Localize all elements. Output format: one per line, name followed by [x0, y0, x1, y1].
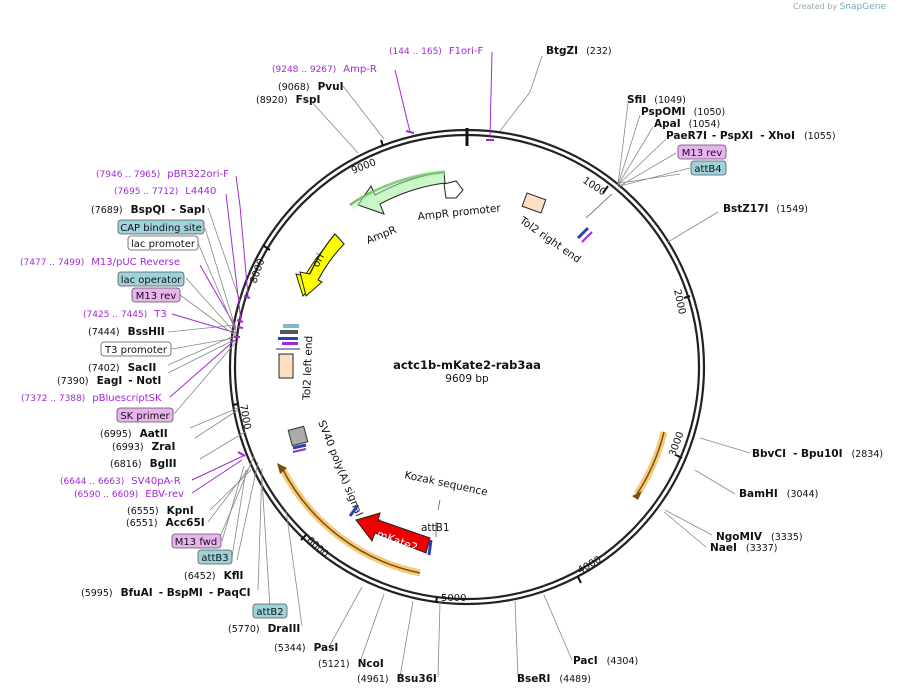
kozak-label: Kozak sequence: [403, 469, 488, 498]
enzyme-draiii[interactable]: (5770)DraIII: [228, 623, 300, 635]
tick-5000: 5000: [441, 593, 466, 604]
tick-2000: 2000: [671, 288, 687, 315]
enzyme-leaders: [167, 55, 751, 678]
enzyme-sfii[interactable]: SfiI(1049): [627, 94, 686, 106]
enzyme-apai[interactable]: ApaI(1054): [654, 118, 720, 130]
sv40-label: SV40 poly(A) signal: [315, 419, 365, 519]
tol2-right-feature[interactable]: [521, 192, 547, 214]
enzyme-labels: BtgZI(232) SfiI(1049) PspOMI(1050) ApaI(…: [57, 45, 883, 685]
enzyme-aatii[interactable]: (6995)AatII: [100, 428, 168, 440]
primer-m13-puc-reverse[interactable]: (7477 .. 7499)M13/pUC Reverse: [20, 257, 180, 268]
enzyme-paer7i[interactable]: PaeR7I- PspXI- XhoI(1055): [666, 130, 836, 142]
attb1-label: attB1: [421, 522, 450, 534]
primer-pbr322ori-f[interactable]: (7946 .. 7965)pBR322ori-F: [96, 169, 229, 180]
enzyme-kfli[interactable]: (6452)KflI: [184, 570, 243, 582]
enzyme-eagi[interactable]: (7390)EagI- NotI: [57, 375, 161, 387]
left-site-cluster: [276, 324, 300, 350]
primer-amp-r[interactable]: (9248 .. 9267)Amp-R: [272, 64, 377, 75]
enzyme-bspqi[interactable]: (7689)BspQI- SapI: [91, 204, 205, 216]
enzyme-btgzi[interactable]: BtgZI(232): [546, 45, 612, 57]
ampr-promoter-label: AmpR promoter: [417, 202, 502, 223]
box-t3-promoter-label: T3 promoter: [104, 345, 168, 356]
box-m13-fwd[interactable]: [171, 533, 222, 549]
box-leaders: [171, 152, 691, 609]
tol2-right-label: Tol2 right end: [516, 214, 583, 266]
box-lac-operator[interactable]: [117, 271, 185, 287]
box-m13rev-right[interactable]: [677, 144, 727, 160]
tick-7000: 7000: [237, 404, 252, 431]
primer-sv40pa-r[interactable]: (6644 .. 6663)SV40pA-R: [60, 476, 181, 487]
box-attb4-label: attB4: [694, 164, 721, 175]
tick-9000: 9000: [350, 157, 378, 177]
primer-marks: [234, 130, 494, 457]
box-attb3-label: attB3: [201, 553, 228, 564]
enzyme-bbvci[interactable]: BbvCI- Bpu10I(2834): [752, 448, 883, 460]
attb4-site-marks: [576, 193, 613, 243]
plasmid-name: actc1b-mKate2-rab3aa: [393, 358, 541, 372]
credit-prefix: Created by: [793, 2, 838, 11]
box-cap-binding-site[interactable]: [117, 219, 205, 235]
enzyme-pasi[interactable]: (5344)PasI: [274, 642, 338, 654]
primer-f1ori-f[interactable]: (144 .. 165)F1ori-F: [389, 46, 484, 57]
enzyme-bstz17i[interactable]: BstZ17I(1549): [723, 203, 808, 215]
box-t3-promoter[interactable]: [100, 341, 172, 357]
primer-l4440[interactable]: (7695 .. 7712)L4440: [114, 186, 216, 197]
primer-pbluescriptsk[interactable]: (7372 .. 7388)pBluescriptSK: [21, 393, 162, 404]
enzyme-bfuai[interactable]: (5995)BfuAI- BspMI- PaqCI: [81, 587, 250, 599]
enzyme-naei[interactable]: NaeI(3337): [710, 542, 778, 554]
box-attb2-label: attB2: [256, 607, 283, 618]
enzyme-ncoi[interactable]: (5121)NcoI: [318, 658, 384, 670]
box-lac-promoter-label: lac promoter: [131, 239, 196, 250]
box-m13rev-right-label: M13 rev: [682, 148, 723, 159]
box-sk-primer-label: SK primer: [120, 411, 170, 422]
enzyme-besshii[interactable]: (7444)BssHII: [88, 326, 165, 338]
box-m13rev-left-label: M13 rev: [136, 291, 177, 302]
box-lac-operator-label: lac operator: [121, 275, 182, 286]
primer-labels: (144 .. 165)F1ori-F (9248 .. 9267)Amp-R …: [20, 46, 484, 500]
enzyme-bglii[interactable]: (6816)BglII: [110, 458, 177, 470]
primer-ebv-rev[interactable]: (6590 .. 6609)EBV-rev: [74, 489, 184, 500]
tol2-left-feature[interactable]: [278, 353, 294, 379]
enzyme-bsu36i[interactable]: (4961)Bsu36I: [357, 673, 437, 685]
enzyme-pspomi[interactable]: PspOMI(1050): [641, 106, 725, 118]
ampr-label: AmpR: [365, 224, 399, 247]
tick-8000: 8000: [248, 257, 267, 285]
plasmid-length: 9609 bp: [445, 373, 489, 385]
orf-arc-right: [634, 431, 668, 496]
box-attb3[interactable]: [197, 549, 233, 565]
tick-labels: 1000 2000 3000 4000 5000 6000 7000 8000 …: [237, 157, 687, 604]
scale-ticks: [231, 139, 691, 604]
enzyme-bseri[interactable]: BseRI(4489): [517, 673, 591, 685]
box-cap-label: CAP binding site: [120, 223, 202, 234]
snapgene-credit: Created by SnapGene: [793, 2, 886, 12]
primer-t3[interactable]: (7425 .. 7445)T3: [83, 309, 167, 320]
boxed-labels: M13 rev attB4 CAP binding site lac promo…: [100, 144, 727, 619]
box-m13rev-left[interactable]: [131, 287, 181, 303]
enzyme-ngomiv[interactable]: NgoMIV(3335): [716, 531, 803, 543]
enzyme-acc65i[interactable]: (6551)Acc65I: [126, 517, 205, 529]
enzyme-pvui[interactable]: (9068)PvuI: [278, 81, 344, 93]
box-attb2[interactable]: [252, 603, 288, 619]
tol2-left-label: Tol2 left end: [301, 336, 315, 402]
sv40-polya-feature[interactable]: [287, 425, 309, 447]
box-attb4[interactable]: [690, 160, 727, 176]
box-sk-primer[interactable]: [116, 407, 174, 423]
enzyme-fspi[interactable]: (8920)FspI: [256, 94, 320, 106]
enzyme-kpni[interactable]: (6555)KpnI: [127, 505, 194, 517]
ori-label: ori: [310, 252, 327, 270]
tick-4000: 4000: [576, 554, 604, 576]
tick-3000: 3000: [667, 430, 686, 458]
ampr-promoter-feature[interactable]: [443, 180, 464, 199]
enzyme-paci[interactable]: PacI(4304): [573, 655, 638, 667]
enzyme-bamhi[interactable]: BamHI(3044): [739, 488, 818, 500]
primer-leaders: [169, 51, 493, 494]
snapgene-logo-text: SnapGene: [839, 2, 886, 12]
box-m13-fwd-label: M13 fwd: [175, 537, 217, 548]
enzyme-zrai[interactable]: (6993)ZraI: [112, 441, 175, 453]
box-lac-promoter[interactable]: [127, 235, 199, 251]
enzyme-sacii[interactable]: (7402)SacII: [88, 362, 156, 374]
